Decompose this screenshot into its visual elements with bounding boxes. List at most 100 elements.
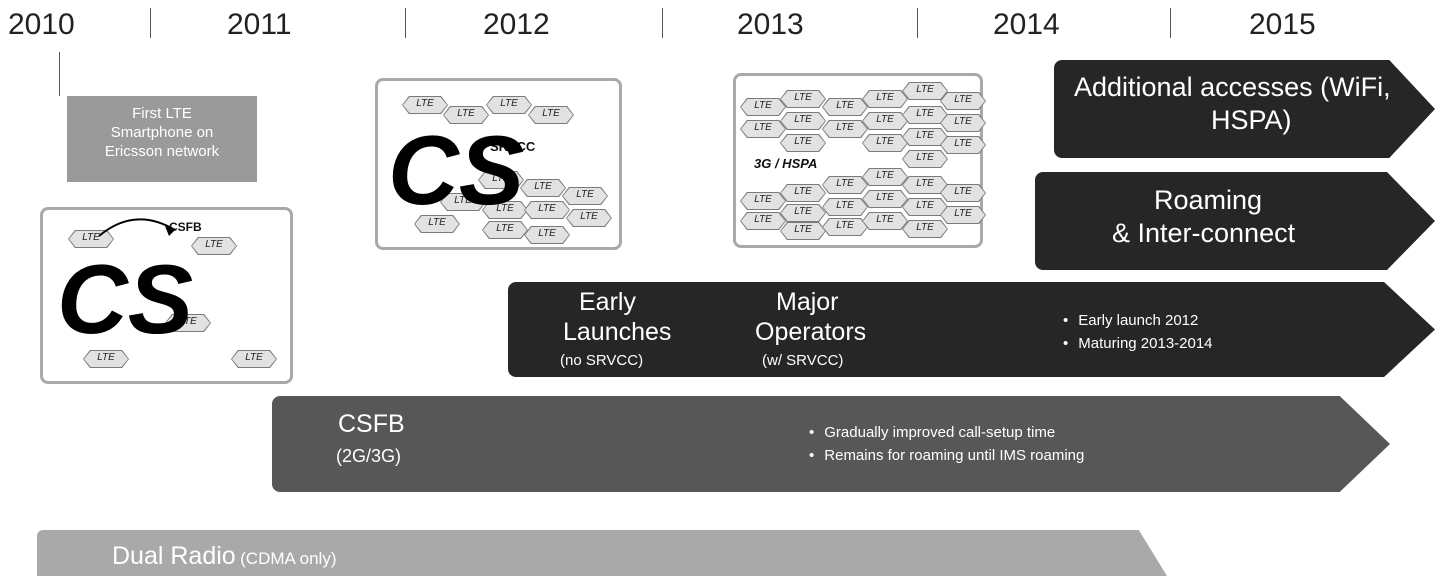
- lte-cell-icon: LTE: [780, 204, 826, 222]
- lte-hspa-network-illustration: LTE LTE LTE LTE LTE LTE LTE LTE LTE LTE …: [733, 73, 986, 248]
- network-label-3g-hspa: 3G / HSPA: [754, 156, 818, 171]
- lte-cell-icon: LTE: [822, 176, 868, 194]
- lte-cell-icon: LTE: [165, 314, 211, 332]
- csfb-network-illustration: LTE LTE LTE LTE LTE CSFB CS: [40, 207, 293, 384]
- lte-cell-icon: LTE: [780, 90, 826, 108]
- lte-cell-icon: LTE: [940, 114, 986, 132]
- volte-bullets: Early launch 2012 Maturing 2013-2014: [1063, 312, 1213, 358]
- lte-cell-icon: LTE: [862, 212, 908, 230]
- lte-cell-icon: LTE: [940, 136, 986, 154]
- lte-cell-icon: LTE: [740, 212, 786, 230]
- bullet-item: Remains for roaming until IMS roaming: [809, 447, 1084, 464]
- lte-cell-icon: LTE: [822, 98, 868, 116]
- lte-cell-icon: LTE: [482, 221, 528, 239]
- year-divider: [1170, 8, 1171, 38]
- lte-cell-icon: LTE: [528, 106, 574, 124]
- bullet-item: Gradually improved call-setup time: [809, 424, 1084, 441]
- additional-accesses-arrow: Additional accesses (WiFi, HSPA): [1054, 60, 1435, 158]
- lte-cell-icon: LTE: [414, 215, 460, 233]
- lte-cell-icon: LTE: [740, 98, 786, 116]
- year-divider: [917, 8, 918, 38]
- major-operators-sub: (w/ SRVCC): [762, 352, 844, 369]
- volte-launch-arrow: Early Launches (no SRVCC) Major Operator…: [508, 282, 1435, 377]
- lte-cell-icon: LTE: [940, 92, 986, 110]
- major-operators-title: Operators: [755, 318, 867, 346]
- lte-cell-icon: LTE: [780, 134, 826, 152]
- cs-domain-label: CS: [57, 244, 194, 354]
- csfb-sub: (2G/3G): [336, 446, 402, 466]
- year-2014: 2014: [993, 8, 1060, 41]
- csfb-arrow: CSFB (2G/3G) Gradually improved call-set…: [272, 396, 1390, 492]
- year-2012: 2012: [483, 8, 550, 41]
- csfb-arrow-label: CSFB: [169, 220, 202, 234]
- csfb-title: CSFB: [338, 410, 405, 438]
- additional-accesses-line1: Additional accesses (WiFi,: [1074, 72, 1391, 102]
- lte-cell-icon: LTE: [940, 184, 986, 202]
- lte-cell-icon: LTE: [862, 168, 908, 186]
- csfb-bullets: Gradually improved call-setup time Remai…: [809, 424, 1084, 470]
- srvcc-label: SRVCC: [490, 139, 536, 154]
- early-launches-title: Early: [579, 288, 636, 316]
- lte-cell-icon: LTE: [822, 120, 868, 138]
- year-divider: [405, 8, 406, 38]
- lte-cell-icon: LTE: [822, 198, 868, 216]
- major-operators-title: Major: [776, 288, 839, 316]
- milestone-line: [59, 52, 60, 96]
- first-lte-line: First LTE: [132, 105, 192, 122]
- lte-cell-icon: LTE: [902, 150, 948, 168]
- lte-cell-icon: LTE: [402, 96, 448, 114]
- lte-cell-icon: LTE: [231, 350, 277, 368]
- lte-cell-icon: LTE: [68, 230, 114, 248]
- srvcc-network-illustration: LTE LTE LTE LTE LTE LTE LTE LTE LTE LTE …: [375, 78, 622, 250]
- first-lte-smartphone-box: First LTE Smartphone on Ericsson network: [67, 96, 257, 182]
- lte-cell-icon: LTE: [940, 206, 986, 224]
- dual-radio-sub: (CDMA only): [240, 549, 337, 568]
- lte-cell-icon: LTE: [902, 128, 948, 146]
- dual-radio-arrow: Dual Radio (CDMA only): [37, 530, 1167, 576]
- lte-cell-icon: LTE: [862, 112, 908, 130]
- first-lte-line: Smartphone on: [110, 124, 214, 141]
- lte-cell-icon: LTE: [740, 120, 786, 138]
- year-divider: [150, 8, 151, 38]
- lte-cell-icon: LTE: [443, 106, 489, 124]
- lte-cell-icon: LTE: [524, 226, 570, 244]
- lte-cell-icon: LTE: [902, 82, 948, 100]
- roaming-line2: & Inter-connect: [1112, 218, 1296, 248]
- lte-cell-icon: LTE: [902, 106, 948, 124]
- lte-cell-icon: LTE: [440, 193, 486, 211]
- lte-cell-icon: LTE: [83, 350, 129, 368]
- roaming-interconnect-arrow: Roaming & Inter-connect: [1035, 172, 1435, 270]
- early-launches-sub: (no SRVCC): [560, 352, 644, 369]
- roaming-line1: Roaming: [1154, 185, 1263, 215]
- lte-cell-icon: LTE: [902, 198, 948, 216]
- year-2015: 2015: [1249, 8, 1316, 41]
- lte-cell-icon: LTE: [524, 201, 570, 219]
- lte-cell-icon: LTE: [562, 187, 608, 205]
- lte-cell-icon: LTE: [902, 176, 948, 194]
- lte-cell-icon: LTE: [780, 112, 826, 130]
- lte-cell-icon: LTE: [482, 201, 528, 219]
- csfb-curved-arrow-icon: [98, 218, 176, 237]
- year-2011: 2011: [227, 8, 292, 41]
- lte-cell-icon: LTE: [822, 218, 868, 236]
- lte-cell-icon: LTE: [740, 192, 786, 210]
- additional-accesses-line2: HSPA): [1211, 105, 1292, 135]
- lte-cell-icon: LTE: [862, 134, 908, 152]
- lte-cell-icon: LTE: [780, 222, 826, 240]
- year-divider: [662, 8, 663, 38]
- lte-cell-icon: LTE: [780, 184, 826, 202]
- lte-cell-icon: LTE: [862, 90, 908, 108]
- dual-radio-title: Dual Radio: [112, 542, 236, 570]
- lte-cell-icon: LTE: [566, 209, 612, 227]
- year-2013: 2013: [737, 8, 804, 41]
- lte-cell-icon: LTE: [486, 96, 532, 114]
- lte-cell-icon: LTE: [520, 179, 566, 197]
- first-lte-line: Ericsson network: [104, 143, 220, 160]
- lte-cell-icon: LTE: [191, 237, 237, 255]
- year-2010: 2010: [8, 8, 75, 41]
- early-launches-title: Launches: [563, 318, 672, 346]
- bullet-item: Maturing 2013-2014: [1063, 335, 1212, 352]
- lte-cell-icon: LTE: [862, 190, 908, 208]
- dual-radio-label: Dual Radio (CDMA only): [112, 542, 337, 571]
- bullet-item: Early launch 2012: [1063, 312, 1213, 329]
